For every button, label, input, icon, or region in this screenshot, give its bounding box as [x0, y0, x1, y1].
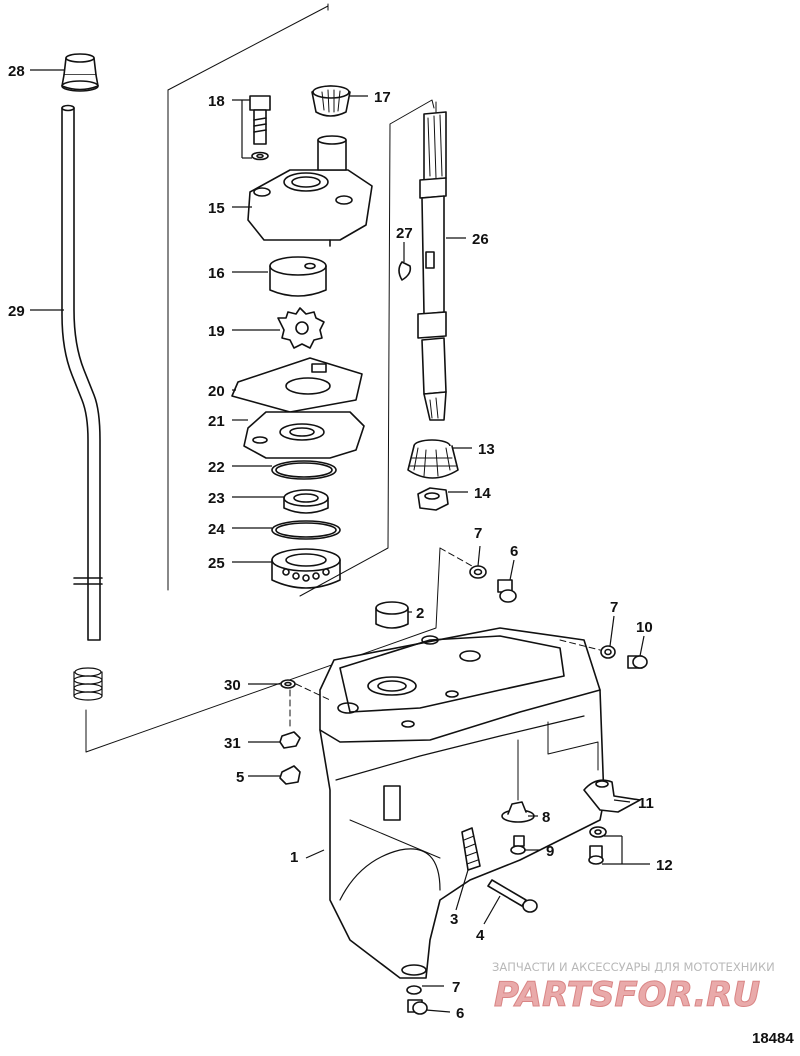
callout-7: 7 — [474, 525, 482, 542]
callout-25: 25 — [208, 555, 225, 572]
trim-tab — [583, 779, 641, 813]
o-ring-24 — [271, 520, 341, 540]
callout-15: 15 — [208, 200, 225, 217]
screw-10 — [627, 655, 648, 669]
callout-21: 21 — [208, 413, 225, 430]
screw-9 — [510, 835, 526, 855]
callout-19: 19 — [208, 323, 225, 340]
anode-8 — [501, 801, 535, 823]
callout-11: 11 — [638, 795, 654, 812]
pump-face-plate — [231, 357, 363, 413]
water-pump-body — [247, 135, 373, 247]
dash-line-30b — [295, 683, 331, 701]
callout-6: 6 — [510, 543, 518, 560]
washer-7-right — [600, 645, 616, 659]
bolt-4 — [487, 879, 538, 913]
callout-8: 8 — [542, 809, 550, 826]
callout-22: 22 — [208, 459, 225, 476]
pump-base — [243, 411, 365, 459]
callout-9: 9 — [546, 843, 554, 860]
callout-24: 24 — [208, 521, 225, 538]
callout-26: 26 — [472, 231, 489, 248]
callout-4: 4 — [476, 927, 485, 944]
watermark-tagline: ЗАПЧАСТИ И АКСЕССУАРЫ ДЛЯ МОТОТЕХНИКИ — [492, 960, 775, 974]
callout-12: 12 — [656, 857, 673, 874]
screw-12 — [588, 845, 604, 865]
washer-30 — [280, 679, 296, 689]
callout-6: 6 — [456, 1005, 464, 1022]
callout-13: 13 — [478, 441, 495, 458]
callout-3: 3 — [450, 911, 458, 928]
bracket-line-11 — [547, 721, 599, 771]
drive-shaft — [417, 111, 447, 421]
callout-18: 18 — [208, 93, 225, 110]
callout-31: 31 — [224, 735, 241, 752]
washer-7-bottom — [406, 985, 422, 995]
callout-7: 7 — [452, 979, 460, 996]
screw-6-top — [497, 579, 517, 603]
washer-7-top — [469, 565, 487, 579]
bearing-2 — [375, 601, 409, 629]
callout-2: 2 — [416, 605, 424, 622]
bearing-23 — [283, 489, 329, 514]
callout-16: 16 — [208, 265, 225, 282]
pump-bracket-line — [299, 99, 435, 597]
callout-1: 1 — [290, 849, 298, 866]
gear-housing — [319, 627, 605, 979]
screw-6-bottom — [407, 999, 428, 1015]
nut-31 — [279, 731, 301, 749]
callout-14: 14 — [474, 485, 491, 502]
o-ring-22 — [271, 460, 337, 480]
water-tube-seal — [311, 85, 351, 117]
nut-5 — [279, 765, 301, 785]
drive-shaft-key — [398, 261, 412, 281]
callout-28: 28 — [8, 63, 25, 80]
callout-10: 10 — [636, 619, 653, 636]
impeller — [277, 307, 325, 349]
bearing-25 — [271, 548, 341, 589]
callout-20: 20 — [208, 383, 225, 400]
shift-rod — [61, 104, 103, 641]
dash-line-7-top — [439, 547, 473, 567]
shift-rod-bushing — [61, 53, 99, 92]
callout-23: 23 — [208, 490, 225, 507]
partsfor-logo: PARTSFOR.RU — [494, 975, 761, 1016]
watermark-logo: PARTSFOR.RU — [494, 975, 760, 1015]
shift-shaft-seal — [461, 827, 481, 871]
assembly-bracket-lines — [85, 3, 441, 753]
impeller-insert — [269, 256, 327, 297]
drawing-number: 18484 — [752, 1030, 794, 1047]
washer-11 — [589, 826, 607, 838]
callout-5: 5 — [236, 769, 244, 786]
pinion-nut — [417, 487, 449, 511]
pump-screw — [249, 95, 271, 161]
callout-7: 7 — [610, 599, 618, 616]
callout-27: 27 — [396, 225, 413, 242]
callout-17: 17 — [374, 89, 391, 106]
shift-rod-seal — [73, 667, 103, 701]
dash-line-7-right — [559, 639, 601, 651]
pinion-gear — [407, 439, 459, 479]
callout-29: 29 — [8, 303, 25, 320]
callout-30: 30 — [224, 677, 241, 694]
